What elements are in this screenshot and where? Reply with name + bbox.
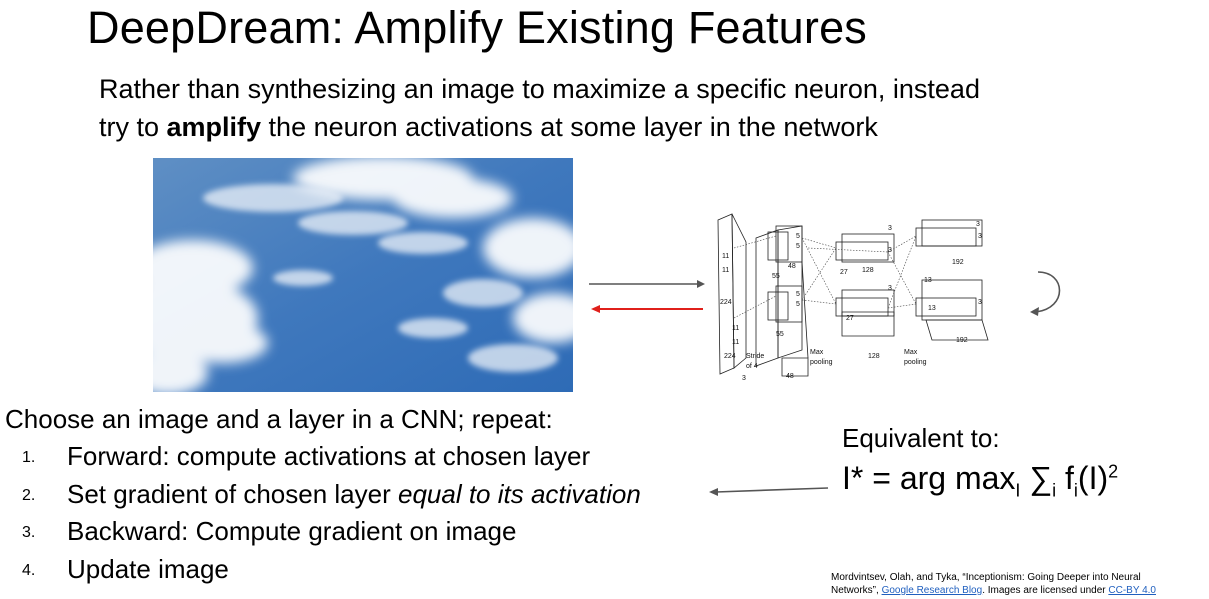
- repeat-loop-arrow-icon: [1030, 271, 1061, 316]
- cnn-label-stride-of: of 4: [746, 363, 758, 370]
- eq-sum: ∑: [1020, 460, 1053, 496]
- step-number: 3.: [22, 524, 36, 542]
- intro-line-2: try to amplify the neuron activations at…: [99, 108, 980, 146]
- cnn-label-48: 48: [786, 373, 794, 380]
- forward-backward-arrows: [589, 280, 705, 313]
- cnn-label-3: 3: [978, 233, 982, 240]
- eq-sub-f: i: [1073, 480, 1078, 501]
- step-item-4: 4. Update image: [22, 554, 229, 585]
- cnn-label-5: 5: [796, 243, 800, 250]
- cnn-label-11: 11: [732, 339, 739, 346]
- eq-sub-argmax: I: [1015, 480, 1021, 501]
- cnn-label-5: 5: [796, 291, 800, 298]
- citation-mid: . Images are licensed under: [982, 585, 1109, 596]
- step-item-3: 3. Backward: Compute gradient on image: [22, 516, 516, 547]
- cnn-label-48: 48: [788, 263, 796, 270]
- cnn-label-5: 5: [796, 301, 800, 308]
- citation-line-1: Mordvintsev, Olah, and Tyka, “Inceptioni…: [831, 572, 1141, 583]
- cnn-label-maxpool: Max: [904, 349, 918, 356]
- step-number: 1.: [22, 449, 36, 467]
- step-text: Update image: [67, 554, 229, 584]
- cnn-label-27: 27: [846, 315, 854, 322]
- backward-arrow: [591, 305, 703, 313]
- objective-equation: I* = arg maxI ∑i fi(I)2: [842, 460, 1118, 501]
- cnn-label-3: 3: [742, 375, 746, 382]
- step-item-2: 2. Set gradient of chosen layer equal to …: [22, 479, 641, 510]
- google-research-blog-link[interactable]: Google Research Blog: [881, 585, 983, 596]
- intro-line-1: Rather than synthesizing an image to max…: [99, 74, 980, 104]
- cnn-label-3: 3: [978, 299, 982, 306]
- step-number: 2.: [22, 487, 36, 505]
- cc-by-license-link[interactable]: CC-BY 4.0: [1108, 585, 1156, 596]
- eq-sub-sum: i: [1052, 480, 1057, 501]
- eq-sup: 2: [1108, 461, 1119, 482]
- cnn-label-11: 11: [732, 325, 739, 332]
- step-number: 4.: [22, 562, 36, 580]
- cnn-label-3: 3: [888, 285, 892, 292]
- step-text: Backward: Compute gradient on image: [67, 516, 517, 546]
- cnn-label-3: 3: [888, 225, 892, 232]
- intro-line-2-pre: try to: [99, 112, 167, 142]
- intro-amplify-word: amplify: [166, 112, 262, 142]
- eq-f: f: [1056, 460, 1074, 496]
- equation-pointer-arrow: [709, 487, 829, 496]
- cnn-architecture-diagram: 224 224 11 11 11 11 5 5 5 5 55 55 48 48 …: [717, 213, 989, 382]
- cnn-label-3: 3: [976, 221, 980, 228]
- cnn-label-128: 128: [868, 353, 880, 360]
- citation-line-2: Networks”, Google Research Blog. Images …: [831, 584, 1209, 597]
- slide-title: DeepDream: Amplify Existing Features: [87, 2, 868, 53]
- step-text: Forward: compute activations at chosen l…: [67, 441, 591, 471]
- cnn-label-11: 11: [722, 267, 729, 274]
- citation: Mordvintsev, Olah, and Tyka, “Inceptioni…: [831, 571, 1209, 597]
- cnn-label-13: 13: [924, 277, 932, 284]
- cnn-label-55: 55: [772, 273, 780, 280]
- step-text-italic: equal to its activation: [397, 479, 641, 509]
- equation-heading: Equivalent to:: [842, 423, 1000, 453]
- step-text: Set gradient of chosen layer: [67, 479, 398, 509]
- intro-text: Rather than synthesizing an image to max…: [99, 70, 980, 146]
- cnn-label-224: 224: [724, 353, 736, 360]
- step-item-1: 1. Forward: compute activations at chosen…: [22, 441, 590, 472]
- intro-line-2-post: the neuron activations at some layer in …: [261, 112, 878, 142]
- cnn-label-55: 55: [776, 331, 784, 338]
- cnn-label-128: 128: [862, 267, 874, 274]
- cnn-label-stride: Stride: [746, 353, 764, 360]
- forward-arrow: [589, 280, 705, 288]
- cnn-label-pooling: pooling: [904, 359, 927, 366]
- cnn-label-pooling: pooling: [810, 359, 833, 366]
- cnn-label-5: 5: [796, 233, 800, 240]
- citation-pre: Networks”,: [831, 585, 882, 596]
- cnn-label-192: 192: [956, 337, 968, 344]
- cnn-label-224: 224: [720, 299, 732, 306]
- cnn-label-192: 192: [952, 259, 964, 266]
- cnn-label-13: 13: [928, 305, 936, 312]
- steps-heading: Choose an image and a layer in a CNN; re…: [5, 404, 553, 434]
- sky-clouds-image: [153, 158, 573, 392]
- cnn-label-27: 27: [840, 269, 848, 276]
- cnn-label-11: 11: [722, 253, 729, 260]
- cnn-label-maxpool: Max: [810, 349, 824, 356]
- cnn-label-3: 3: [888, 247, 892, 254]
- eq-arg: (I): [1077, 460, 1109, 496]
- eq-lhs: I* = arg max: [842, 460, 1016, 496]
